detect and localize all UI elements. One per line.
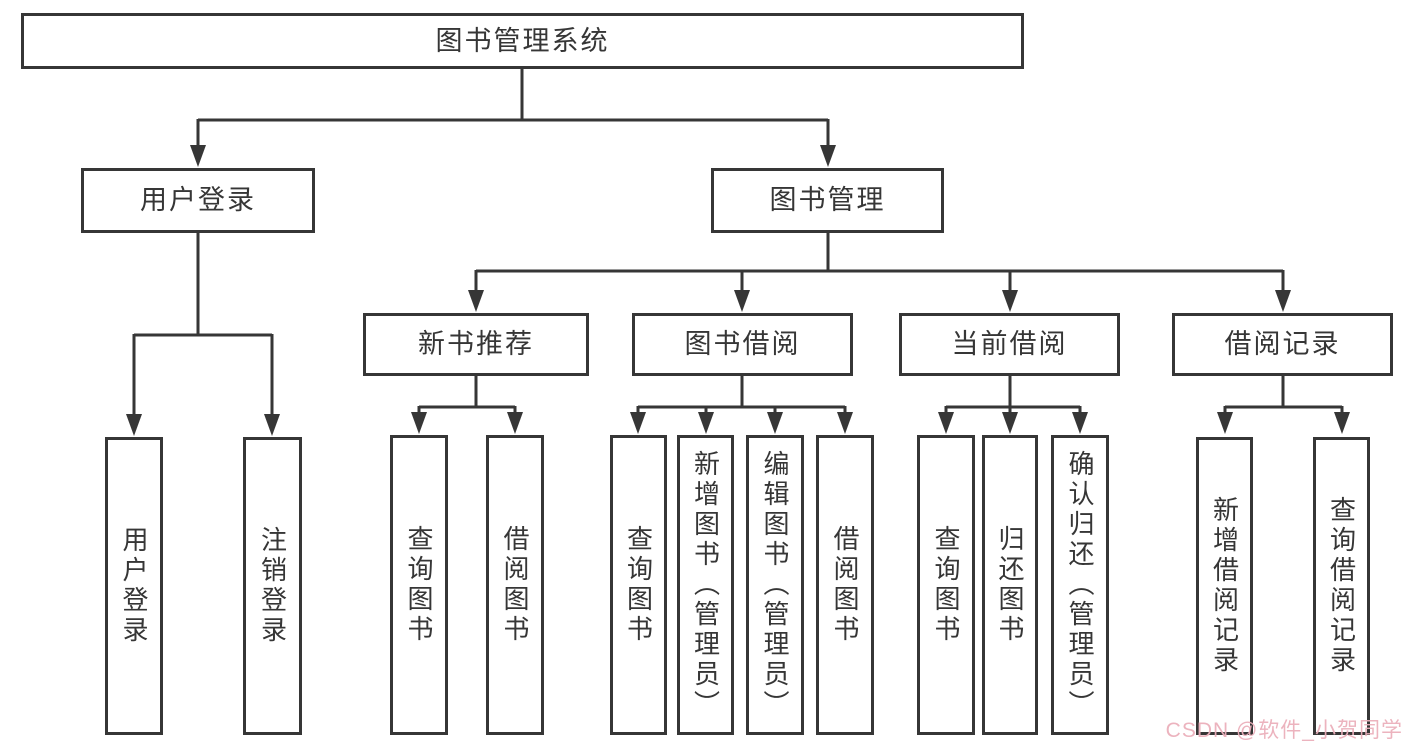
node-book-borrow: 图书借阅 — [632, 313, 853, 376]
node-current-borrow: 当前借阅 — [899, 313, 1120, 376]
node-bb-add-book: 新增图书（管理员） — [677, 435, 734, 735]
node-nb-query-book: 查询图书 — [390, 435, 448, 735]
node-new-book-recommend: 新书推荐 — [363, 313, 589, 376]
node-book-mgmt-module: 图书管理 — [711, 168, 944, 233]
node-br-query-record: 查询借阅记录 — [1313, 437, 1370, 735]
node-bb-edit-book: 编辑图书（管理员） — [746, 435, 804, 735]
node-cb-return-book: 归还图书 — [982, 435, 1038, 735]
node-login: 用户登录 — [105, 437, 163, 735]
node-br-add-record: 新增借阅记录 — [1196, 437, 1253, 735]
watermark: CSDN @软件_小贺同学 — [1165, 719, 1403, 742]
node-bb-query-book: 查询图书 — [610, 435, 667, 735]
node-borrow-record: 借阅记录 — [1172, 313, 1393, 376]
node-user-login-module: 用户登录 — [81, 168, 315, 233]
node-bb-borrow-book: 借阅图书 — [816, 435, 874, 735]
node-root: 图书管理系统 — [21, 13, 1024, 69]
node-logout: 注销登录 — [243, 437, 302, 735]
node-cb-query-book: 查询图书 — [917, 435, 975, 735]
node-cb-confirm-return: 确认归还（管理员） — [1051, 435, 1109, 735]
node-nb-borrow-book: 借阅图书 — [486, 435, 544, 735]
